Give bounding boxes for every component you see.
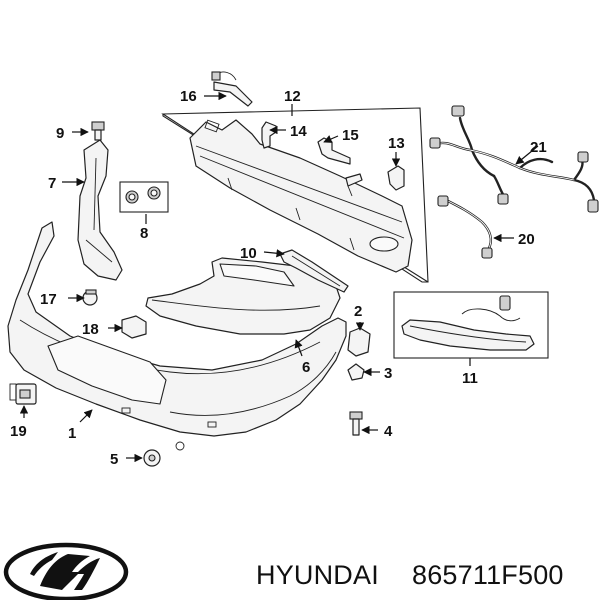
callout-1: 1 bbox=[68, 425, 76, 442]
callout-8: 8 bbox=[140, 225, 148, 242]
part-4-bolt bbox=[349, 411, 363, 436]
callout-11: 11 bbox=[462, 370, 478, 387]
callout-3: 3 bbox=[384, 365, 392, 382]
callout-6: 6 bbox=[302, 359, 310, 376]
part-12-bumper-beam bbox=[189, 119, 413, 273]
part-1-bumper-cover bbox=[7, 221, 347, 451]
part-2-clip bbox=[347, 327, 371, 357]
part-14-bracket bbox=[261, 121, 277, 149]
part-21-wiring-harness bbox=[429, 105, 599, 213]
callout-16: 16 bbox=[180, 88, 197, 105]
part-3-clip bbox=[347, 363, 365, 381]
callout-7: 7 bbox=[48, 175, 56, 192]
part-11-reflector bbox=[401, 295, 535, 351]
part-6-lower-trim bbox=[145, 257, 341, 335]
callout-19: 19 bbox=[10, 423, 27, 440]
callout-9: 9 bbox=[56, 125, 64, 142]
reflector-frame bbox=[393, 291, 549, 359]
callout-2: 2 bbox=[354, 303, 362, 320]
callout-13: 13 bbox=[388, 135, 405, 152]
part-5-grommet bbox=[143, 449, 161, 467]
part-15-bracket bbox=[317, 137, 363, 197]
part-19-sensor bbox=[9, 383, 37, 405]
callout-17: 17 bbox=[40, 291, 57, 308]
callout-15: 15 bbox=[342, 127, 359, 144]
part-20-extension-wire bbox=[437, 195, 493, 259]
part-13-bracket bbox=[387, 165, 405, 191]
callout-12: 12 bbox=[284, 88, 301, 105]
hyundai-logo-icon bbox=[3, 542, 129, 600]
part-8-clips bbox=[119, 181, 169, 213]
brand-name: HYUNDAI bbox=[256, 560, 379, 590]
part-number: 865711F500 bbox=[412, 560, 564, 590]
part-18-sensor-holder bbox=[121, 315, 147, 339]
part-16-bracket bbox=[211, 71, 253, 107]
part-9-screw bbox=[91, 121, 105, 141]
callout-labels: 16 12 14 15 13 9 7 8 10 21 20 2 17 18 3 … bbox=[10, 88, 547, 468]
part-7-side-bracket bbox=[77, 139, 123, 281]
callout-21: 21 bbox=[530, 139, 547, 156]
callout-4: 4 bbox=[384, 423, 393, 440]
leader-lines bbox=[19, 91, 539, 463]
part-17-sensor bbox=[82, 289, 98, 306]
callout-20: 20 bbox=[518, 231, 535, 248]
callout-5: 5 bbox=[110, 451, 118, 468]
callout-10: 10 bbox=[240, 245, 257, 262]
part-10-retainer bbox=[279, 249, 349, 293]
callout-14: 14 bbox=[290, 123, 307, 140]
callout-18: 18 bbox=[82, 321, 99, 338]
